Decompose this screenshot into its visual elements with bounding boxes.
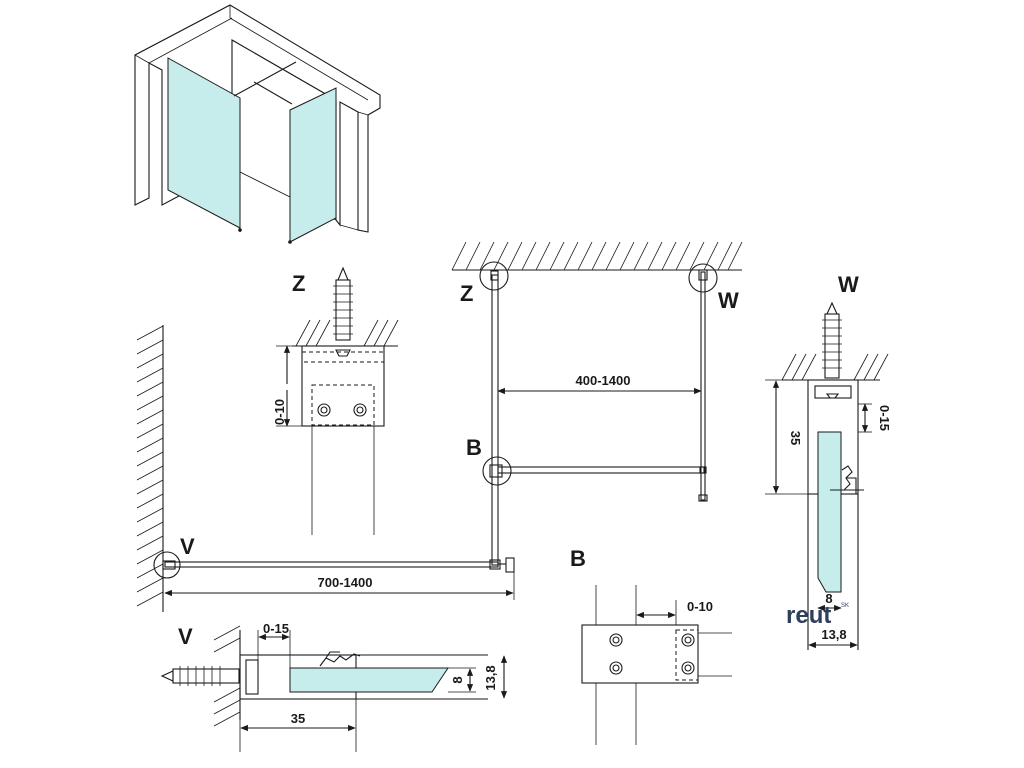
b-detail: B 0-10 [570, 546, 732, 745]
plan-z-label: Z [460, 281, 473, 306]
b-detail-label: B [570, 546, 586, 571]
plan-b-label: B [466, 435, 482, 460]
top-wall-hatch [451, 241, 743, 271]
z-bracket [301, 345, 385, 427]
v-glass [289, 667, 449, 693]
brand-logo: reut [786, 602, 831, 629]
left-glass-panel [167, 57, 241, 229]
v-dowel [160, 666, 240, 686]
plan-w-label: W [718, 288, 739, 313]
z-detail-label: Z [292, 271, 305, 296]
brand-suffix: SK [841, 603, 849, 609]
plan-v-span-dimension: 700-1400 [318, 575, 373, 590]
right-glass-panel [289, 87, 337, 243]
z-adjust-dimension: 0-10 [272, 399, 287, 425]
plan-view: Z W B V 400-1400 700-1400 [136, 241, 743, 612]
v-glass-dimension: 8 [450, 676, 465, 683]
left-wall-hatch [136, 325, 164, 607]
w-glass-dimension: 8 [825, 591, 832, 606]
v-adjust-dimension: 0-15 [263, 621, 289, 636]
w-depth-dimension: 35 [788, 431, 803, 445]
w-dowel [822, 301, 842, 379]
z-detail: Z 0- [272, 266, 399, 535]
w-detail-label: W [838, 272, 859, 297]
w-detail: W [765, 272, 892, 650]
w-width-dimension: 13,8 [821, 627, 846, 642]
isometric-overview [134, 4, 381, 244]
plan-w-span-dimension: 400-1400 [576, 373, 631, 388]
v-depth-dimension: 35 [291, 711, 305, 726]
w-adjust-dimension: 0-15 [877, 405, 892, 431]
b-adjust-dimension: 0-10 [687, 599, 713, 614]
z-dowel [333, 266, 353, 357]
plan-v-label: V [180, 534, 195, 559]
v-detail: V 0-15 [160, 621, 508, 752]
v-width-dimension: 13,8 [483, 665, 498, 690]
w-glass [817, 431, 842, 593]
v-detail-label: V [178, 624, 193, 649]
b-bracket [581, 624, 699, 684]
